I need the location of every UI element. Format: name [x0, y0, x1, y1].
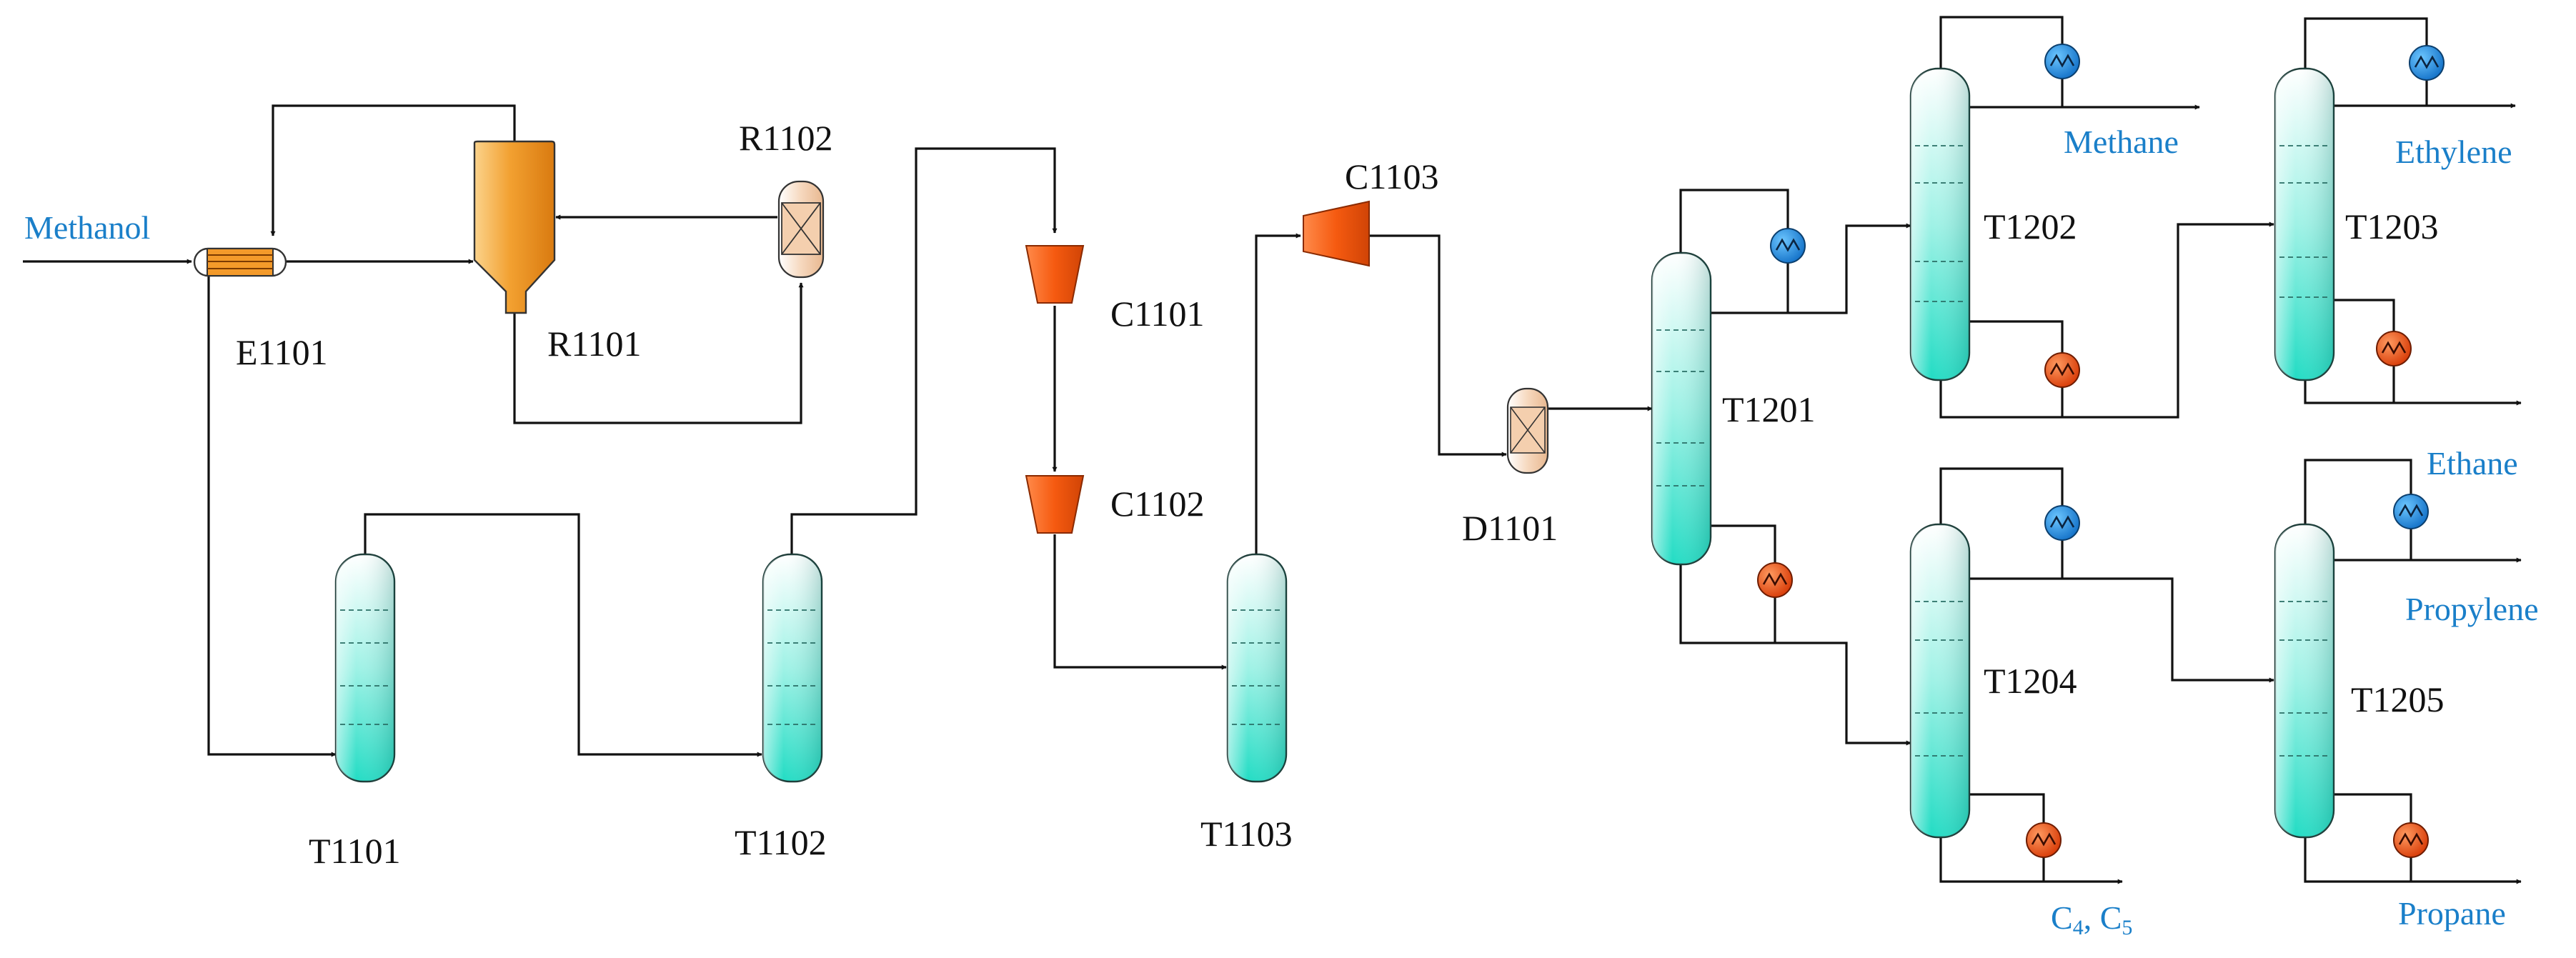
- reboiler-icon: [2044, 352, 2080, 388]
- pipe-t1205-condenser-in: [2304, 459, 2412, 526]
- column-t1201: [1651, 251, 1712, 566]
- reboiler-icon: [2026, 822, 2062, 858]
- condenser-icon: [2409, 45, 2445, 81]
- pipe-t1203-reboiler-in: [2332, 299, 2395, 333]
- label-d1101: D1101: [1462, 508, 1558, 548]
- pipe-c1102-t1103: [1053, 534, 1227, 670]
- pipe-propane-product: [2304, 836, 2522, 884]
- column-t1103: [1226, 553, 1288, 783]
- reboiler-icon: [2393, 822, 2429, 858]
- condenser-icon: [2393, 494, 2429, 529]
- stream-labels: Methanol Methane Ethylene Ethane Propyle…: [24, 124, 2539, 939]
- stream-methanol: Methanol: [24, 209, 150, 246]
- label-t1201: T1201: [1722, 389, 1816, 429]
- pipe-r1101-e1101-loop: [270, 104, 516, 236]
- condenser-icon: [2044, 44, 2080, 79]
- column-t1203: [2274, 67, 2335, 381]
- pipe-t1201-t1204: [1679, 563, 1911, 746]
- label-t1204: T1204: [1984, 661, 2077, 701]
- equipment-labels: E1101 R1101 R1102 T1101 T1102 C1101 C110…: [236, 118, 2445, 871]
- label-e1101: E1101: [236, 332, 328, 372]
- heat-exchanger-icon: [193, 247, 287, 277]
- pipe-t1202-t1203: [1939, 221, 2274, 419]
- stream-propane: Propane: [2398, 895, 2506, 932]
- stream-propylene: Propylene: [2405, 591, 2539, 627]
- pipe-t1203-condenser-in: [2304, 17, 2428, 70]
- column-t1101: [334, 553, 396, 783]
- pipe-t1101-t1102: [364, 513, 762, 757]
- pipe-t1201-reboiler-in: [1709, 524, 1776, 564]
- reboiler-icon: [1757, 562, 1793, 598]
- label-r1101: R1101: [547, 324, 642, 364]
- pipe-t1201-t1202: [1709, 223, 1911, 314]
- stream-ethane: Ethane: [2427, 445, 2518, 482]
- pipe-t1201-condenser-in: [1679, 189, 1789, 254]
- pipe-t1203-bottoms: [2304, 379, 2522, 406]
- label-t1103: T1103: [1200, 814, 1293, 854]
- pipe-c4c5-product: [1939, 836, 2123, 884]
- pipe-t1202-reboiler-in: [1969, 320, 2064, 354]
- pipe-t1103-c1103: [1255, 233, 1301, 556]
- pipe-r1101-r1102: [513, 282, 804, 424]
- reboiler-icon: [2376, 331, 2412, 366]
- label-t1102: T1102: [735, 822, 827, 862]
- label-c1101: C1101: [1110, 294, 1205, 334]
- reactor-r1101: [473, 140, 556, 314]
- label-t1203: T1203: [2345, 206, 2439, 246]
- column-t1205: [2274, 523, 2335, 839]
- pipes: [23, 16, 2522, 884]
- pipe-t1202-condenser-in: [1939, 16, 2064, 70]
- column-t1102: [762, 553, 823, 783]
- compressor-icon: [1025, 245, 1085, 304]
- compressor-icon: [1025, 475, 1085, 534]
- stream-c4-c5: C4, C5: [2051, 899, 2132, 939]
- column-t1204: [1909, 523, 1971, 839]
- stream-ethylene: Ethylene: [2395, 134, 2512, 170]
- label-c1102: C1102: [1110, 484, 1205, 524]
- pipe-t1205-reboiler-in: [2332, 793, 2412, 826]
- drum-icon: [777, 180, 825, 279]
- label-t1202: T1202: [1984, 206, 2077, 246]
- label-r1102: R1102: [739, 118, 833, 158]
- condenser-icon: [2044, 505, 2080, 541]
- compressor-icon: [1303, 200, 1370, 267]
- pipe-t1204-t1205: [1969, 577, 2274, 683]
- column-t1202: [1909, 67, 1971, 381]
- label-t1205: T1205: [2351, 679, 2445, 719]
- drum-icon: [1506, 387, 1549, 474]
- pipe-t1204-condenser-in: [1939, 467, 2064, 526]
- condenser-icon: [1770, 228, 1806, 264]
- pipe-e1101-t1101: [207, 273, 337, 757]
- label-c1103: C1103: [1345, 156, 1439, 196]
- pipe-t1102-c1101: [790, 147, 1058, 556]
- label-t1101: T1101: [309, 831, 401, 871]
- stream-methane: Methane: [2064, 124, 2179, 160]
- pipe-t1204-reboiler-in: [1969, 793, 2045, 826]
- pipe-c1103-d1101: [1368, 234, 1507, 457]
